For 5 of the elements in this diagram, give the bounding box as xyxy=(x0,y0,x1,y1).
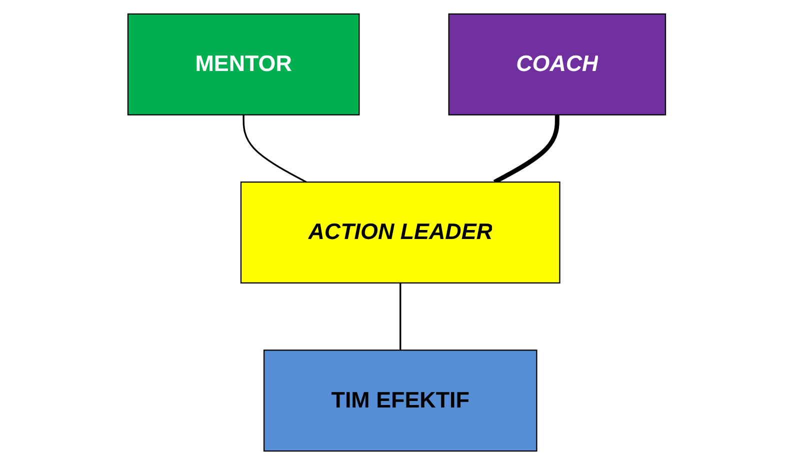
connector xyxy=(399,282,401,350)
node-box: MENTOR xyxy=(127,13,360,116)
connector xyxy=(242,114,306,183)
node-box: TIM EFEKTIF xyxy=(263,350,538,452)
node-box: COACH xyxy=(448,13,666,116)
